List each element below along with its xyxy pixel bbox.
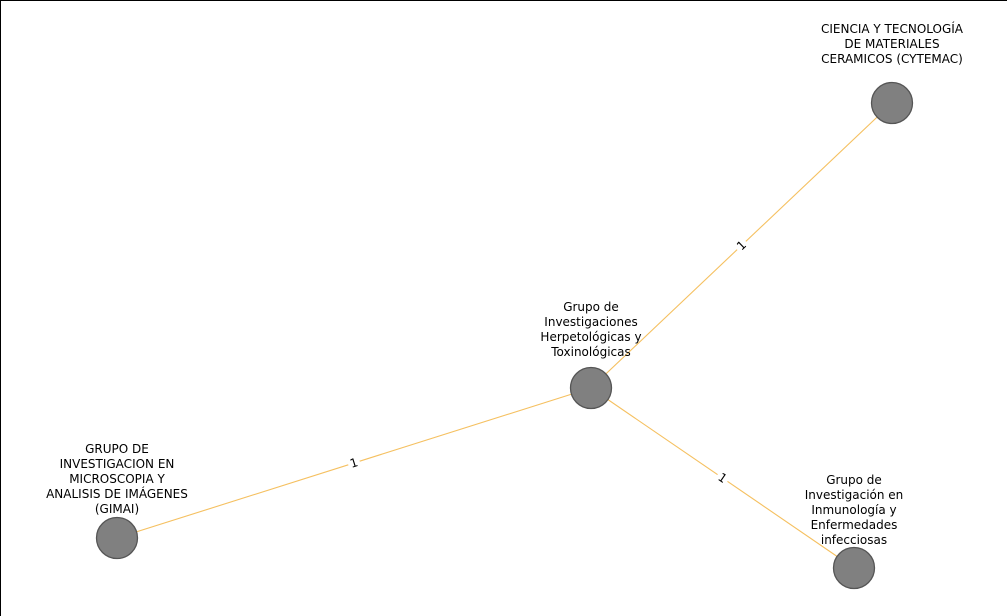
edges-layer: 111 <box>122 106 889 566</box>
node-cytemac[interactable] <box>870 81 914 125</box>
nodes-layer <box>95 81 914 590</box>
node-label-line: Grupo de <box>563 300 619 314</box>
node-label-line: ANALISIS DE IMÁGENES <box>46 486 188 501</box>
node-label-line: infecciosas <box>821 533 887 547</box>
node-label-line: INVESTIGACION EN <box>60 457 175 471</box>
node-label-line: DE MATERIALES <box>844 37 939 51</box>
node-label-line: Toxinológicas <box>550 345 630 359</box>
node-inmuno[interactable] <box>832 546 876 590</box>
node-label-line: CERAMICOS (CYTEMAC) <box>821 52 963 66</box>
node-label-line: Investigación en <box>805 488 904 502</box>
node-label-line: MICROSCOPIA Y <box>69 472 165 486</box>
edge-label-background <box>731 235 752 256</box>
node-label-line: CIENCIA Y TECNOLOGÍA <box>821 21 964 36</box>
node-gimai[interactable] <box>95 516 139 560</box>
node-label-line: (GIMAI) <box>95 502 139 516</box>
node-label-line: Inmunología y <box>811 503 896 517</box>
node-label-line: Investigaciones <box>544 315 637 329</box>
node-center[interactable] <box>569 366 613 410</box>
node-label-line: GRUPO DE <box>85 442 149 456</box>
node-label-line: Grupo de <box>826 473 882 487</box>
edge-label-background <box>713 468 732 488</box>
edge-label-background <box>345 453 363 473</box>
edge-weight-label: 1 <box>348 455 360 471</box>
node-label-line: Herpetológicas y <box>540 330 641 344</box>
node-label-line: Enfermedades <box>811 518 898 532</box>
